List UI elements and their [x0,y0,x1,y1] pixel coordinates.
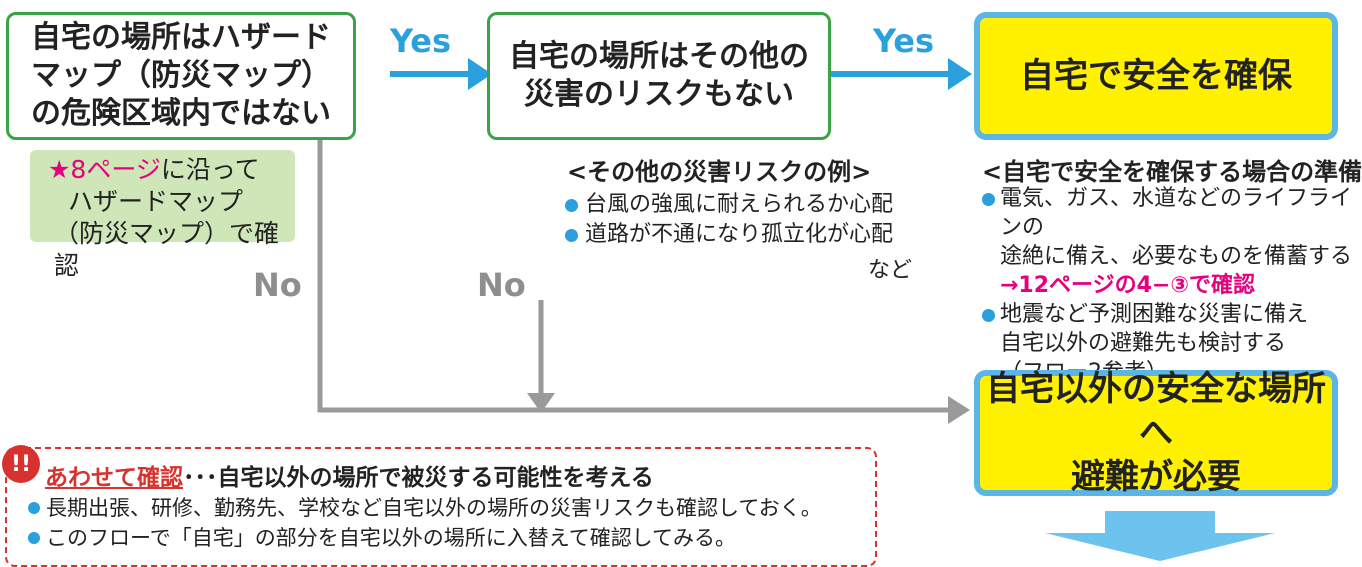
prep-bullet-2 [982,309,995,322]
box1-line1: 自宅の場所はハザード [31,20,331,55]
other-risk-list: 台風の強風に耐えられるか心配 道路が不通になり孤立化が心配 [565,190,893,250]
stay-home-box: 自宅で安全を確保 [974,12,1338,140]
notice-title-red: あわせて確認 [45,465,183,491]
notice-list: 長期出張、研修、勤務先、学校など自宅以外の場所の災害リスクも確認しておく。 この… [28,493,822,553]
other-risk-item-2: 道路が不通になり孤立化が心配 [565,220,893,250]
prep-item2-line1: 地震など予測困難な災害に備え [1000,302,1309,327]
evacuate-box: 自宅以外の安全な場所へ 避難が必要 [974,369,1338,497]
prep-heading: <自宅で安全を確保する場合の準備> [982,158,1362,186]
box3-text: 自宅で安全を確保 [1020,56,1292,96]
other-risk-etc: など [868,258,913,283]
hazard-map-question-box: 自宅の場所はハザード マップ（防災マップ） の危険区域内ではない [6,12,356,140]
yes-arrow-1-head [468,58,492,90]
prep-item2-line2: 自宅以外の避難先も検討する [1000,331,1287,356]
box2-line1: 自宅の場所はその他の [509,39,809,74]
prep-item1-link: →12ページの4−③で確認 [1000,273,1255,298]
box1-line3: の危険区域内ではない [31,96,331,131]
yes-label-1: Yes [390,22,451,60]
notice-title: あわせて確認･･･自宅以外の場所で被災する可能性を考える [45,458,654,492]
box4-line1: 自宅以外の安全な場所へ [986,369,1326,453]
alert-icon: !! [2,445,40,483]
no-path-head [948,396,970,424]
hazard-map-note: ★8ページに沿って ハザードマップ （防災マップ）で確認 [30,150,295,280]
other-risk-heading: <その他の災害リスクの例> [567,158,872,186]
yes-label-2: Yes [873,22,934,60]
notice-title-rest: ･･･自宅以外の場所で被災する可能性を考える [183,465,654,491]
prep-bullet-1 [982,193,995,206]
notice-item-1: 長期出張、研修、勤務先、学校など自宅以外の場所の災害リスクも確認しておく。 [28,493,822,523]
box4-line2: 避難が必要 [1071,457,1241,497]
box2-line2: 災害のリスクもない [524,77,794,112]
prep-item1-line1: 電気、ガス、水道などのライフラインの [1000,186,1353,240]
down-arrow [1045,511,1275,561]
notice-item-2: このフローで「自宅」の部分を自宅以外の場所に入替えて確認してみる。 [28,523,822,553]
yes-arrow-2-head [948,58,972,90]
note-line2: ハザードマップ [68,187,244,216]
note-rest1: に沿って [160,155,260,184]
box1-line2: マップ（防災マップ） [31,58,331,93]
no-label-2: No [477,266,526,304]
other-risk-item-1: 台風の強風に耐えられるか心配 [565,190,893,220]
other-risk-question-box: 自宅の場所はその他の 災害のリスクもない [487,12,831,140]
note-line3: （防災マップ）で確認 [54,219,280,280]
no-label-1: No [253,266,302,304]
prep-item1-line2: 途絶に備え、必要なものを備蓄する [1000,244,1353,269]
prep-list: 電気、ガス、水道などのライフラインの 途絶に備え、必要なものを備蓄する →12ペ… [982,184,1362,387]
prep-item-1: 電気、ガス、水道などのライフラインの 途絶に備え、必要なものを備蓄する →12ペ… [982,184,1362,300]
no-path-2-head [527,393,555,413]
note-star-link: ★8ページ [48,155,161,184]
